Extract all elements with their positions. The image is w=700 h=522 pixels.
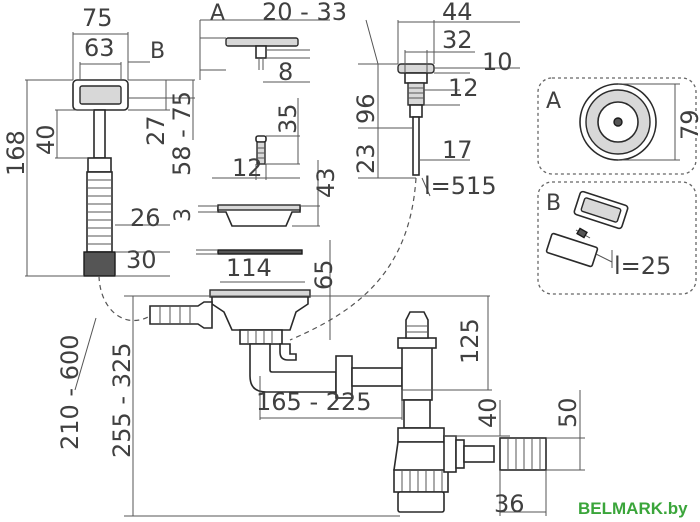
dim-26: 26 [130,204,161,232]
dim-50: 50 [554,397,582,428]
detail-a-label: A [546,89,561,114]
trap-bottom [397,491,445,513]
dim-12-valve: 12 [448,74,479,102]
top-outlet [405,311,429,339]
dim-10: 10 [482,48,513,76]
dim-27: 27 [142,115,170,146]
overflow-inlet [149,301,213,329]
overflow-tube [93,109,106,159]
label-b: B [150,39,165,64]
watermark-logo: BELMARK.by [578,499,688,518]
dim-168: 168 [2,130,30,176]
dim-44: 44 [442,0,473,26]
dim-36: 36 [494,490,525,518]
outlet-adapter [499,437,547,471]
dim-75: 75 [82,4,113,32]
plug-a [225,37,299,70]
horizontal-pipe [351,367,403,387]
dim-58-75: 58 - 75 [168,91,196,176]
detail-b-label: B [546,191,561,216]
watermark-text: BELMARK.by [578,499,688,518]
side-outlet [463,445,495,463]
dim-165-225: 165 - 225 [256,388,372,416]
valve-cable [289,177,417,341]
dim-35: 35 [274,103,302,134]
dim-23: 23 [352,143,380,174]
dim-255-325: 255 - 325 [108,342,136,458]
overflow-hose-end [83,251,116,277]
overflow-assembly [72,79,129,277]
drain-nut [239,329,283,345]
remote-valve [397,63,435,176]
dim-12-pin: 12 [232,154,263,182]
label-a: A [210,1,225,26]
dim-17: 17 [442,136,473,164]
dim-40-outlet: 40 [474,397,502,428]
detail-a-dim-79: 79 [676,109,700,140]
overflow-corrugated-hose [86,171,113,253]
drain-flange [209,289,311,298]
dim-210-600: 210 - 600 [56,334,84,450]
trap-nut-top [397,427,445,443]
dim-20-33: 20 - 33 [262,0,347,26]
dim-125: 125 [456,318,484,364]
dim-65: 65 [310,259,338,290]
pin [255,135,267,165]
dim-32: 32 [442,26,473,54]
strainer [217,204,301,227]
dim-40-overflow: 40 [32,124,60,155]
siphon-dimension-lines [74,240,585,517]
drain-body [211,295,309,331]
overflow-nut [87,157,112,173]
dim-3: 3 [171,208,196,222]
valve-dimension-lines [358,19,520,197]
middle-parts [217,37,303,255]
middle-dimension-lines [196,19,330,283]
dim-43: 43 [312,167,340,198]
dim-96: 96 [352,93,380,124]
detail-b-box [537,181,697,295]
gasket [217,249,303,255]
cable-length-515: l=515 [424,172,497,200]
overflow-grate-inner [79,85,122,105]
overflow-hose-path [98,275,151,322]
dim-114: 114 [226,254,272,282]
detail-a-box [537,77,697,175]
detail-b-dim: l=25 [614,252,671,280]
elbow-pipe [249,343,337,393]
dim-63: 63 [84,34,115,62]
dim-30: 30 [126,246,157,274]
left-dimension-lines [25,32,195,277]
siphon-riser [401,343,433,401]
siphon-assembly [149,289,547,513]
dim-8: 8 [278,58,293,86]
